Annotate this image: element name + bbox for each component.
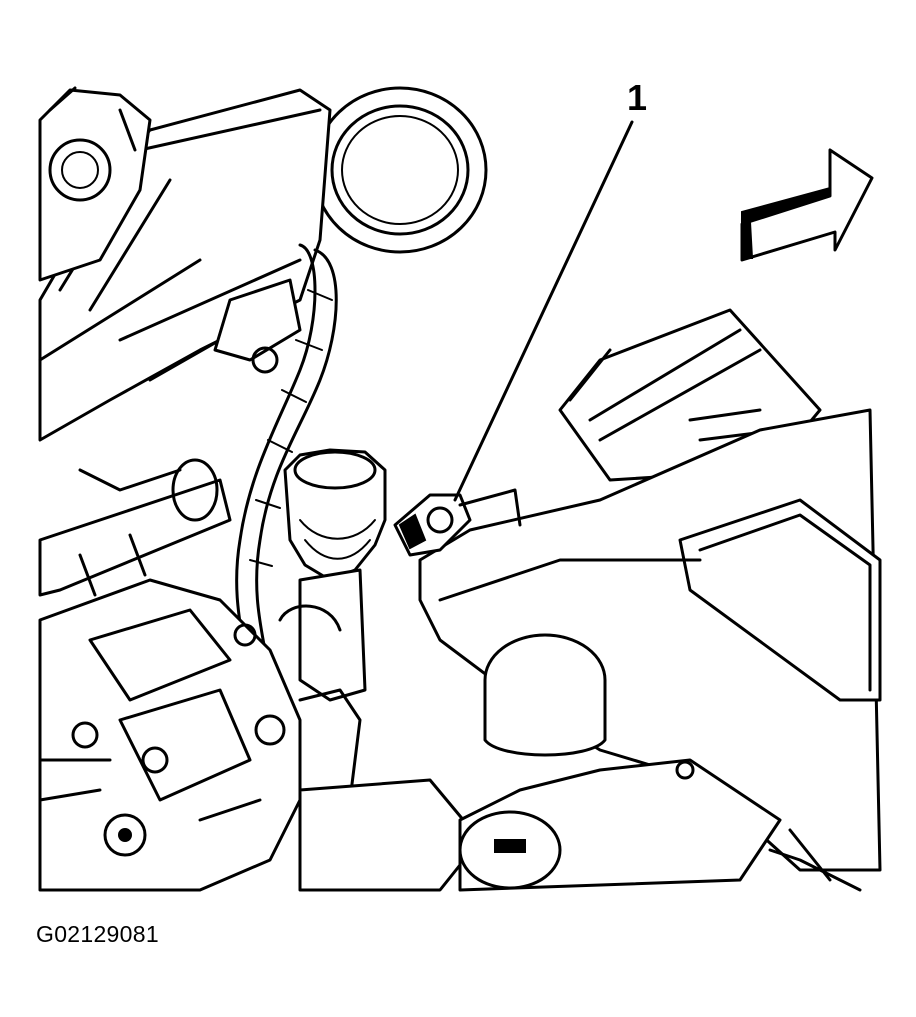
engine-block — [38, 578, 482, 892]
coolant-hose — [213, 243, 338, 692]
small-reservoir — [458, 633, 862, 892]
throttle-body — [38, 86, 152, 282]
callout-leader-line — [453, 120, 634, 502]
callout-number: 1 — [627, 77, 648, 118]
coolant-fill-neck — [278, 448, 387, 802]
figure-id-label: G02129081 — [36, 921, 159, 947]
forward-arrow-icon — [740, 148, 874, 262]
coolant-pipe — [38, 458, 232, 597]
air-cleaner-housing — [418, 308, 882, 872]
sensor-connector — [393, 488, 522, 557]
